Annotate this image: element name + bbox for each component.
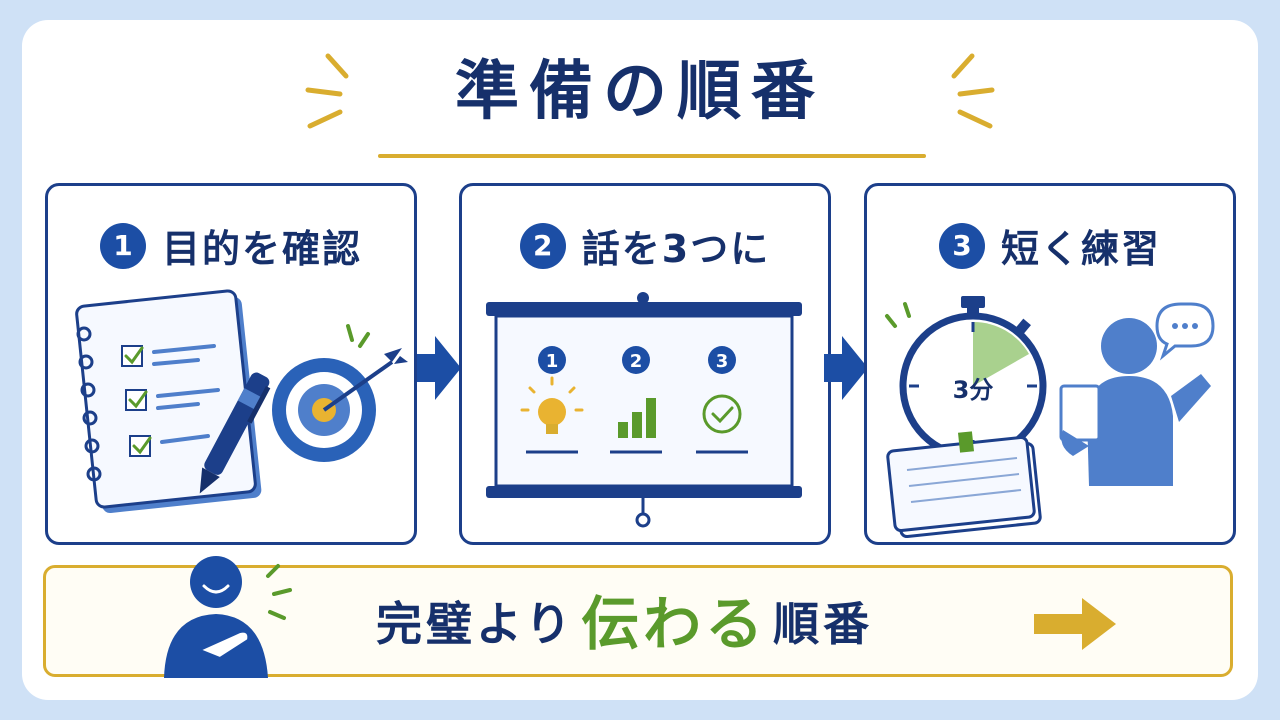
checklist-notebook-icon <box>75 289 262 514</box>
pen-icon <box>199 372 271 494</box>
title-sparkle-left-icon <box>305 53 349 129</box>
right-arrow-icon <box>1034 598 1116 650</box>
bar-chart-icon <box>618 398 656 438</box>
step-header-2: 2 話を3つに <box>462 218 828 273</box>
lightbulb-icon <box>520 376 584 434</box>
step-header-1: 1 目的を確認 <box>48 218 414 273</box>
smiling-person-icon <box>164 556 292 678</box>
summary-banner: 完璧より 伝わる 順番 <box>43 556 1233 678</box>
slide-point-number-3: 3 <box>716 351 729 372</box>
stopwatch-icon: 3分 <box>885 296 1047 460</box>
slogan-part-1: 完璧より <box>376 597 576 651</box>
step-number-badge-2: 2 <box>519 222 566 269</box>
slide-point-number-1: 1 <box>546 351 559 372</box>
step-header-3: 3 短く練習 <box>867 218 1233 273</box>
speaker-person-icon <box>1059 318 1211 486</box>
speech-bubble-icon <box>1155 302 1215 361</box>
presentation-screen-illustration: 1 2 3 <box>486 292 802 528</box>
flow-arrow-1-icon <box>417 336 461 400</box>
flow-arrow-2-icon <box>824 336 868 400</box>
step-panel-3: 3 短く練習 3分 <box>864 183 1236 545</box>
step-label-3: 短く練習 <box>1000 227 1161 271</box>
slogan-highlight: 伝わる <box>581 590 768 658</box>
step-panel-2: 2 話を3つに 1 2 3 <box>459 183 831 545</box>
step-number-badge-1: 1 <box>99 222 146 269</box>
note-card-icon <box>886 431 1042 539</box>
step-label-1: 目的を確認 <box>161 227 362 271</box>
timer-practice-illustration: 3分 <box>885 296 1215 539</box>
step-panel-1: 1 目的を確認 <box>45 183 417 545</box>
step-number-badge-3: 3 <box>938 222 985 269</box>
target-icon <box>272 324 408 462</box>
summary-slogan: 完璧より 伝わる 順番 <box>376 590 873 658</box>
timer-label: 3分 <box>953 376 994 404</box>
title-underline <box>378 154 926 158</box>
slogan-part-2: 順番 <box>773 597 874 651</box>
step-label-2: 話を3つに <box>581 227 771 271</box>
slide-point-number-2: 2 <box>630 351 643 372</box>
notebook-target-illustration <box>75 289 408 514</box>
check-circle-icon <box>702 394 742 434</box>
page-title: 準備の順番 <box>455 55 825 129</box>
title-sparkle-right-icon <box>951 53 995 129</box>
